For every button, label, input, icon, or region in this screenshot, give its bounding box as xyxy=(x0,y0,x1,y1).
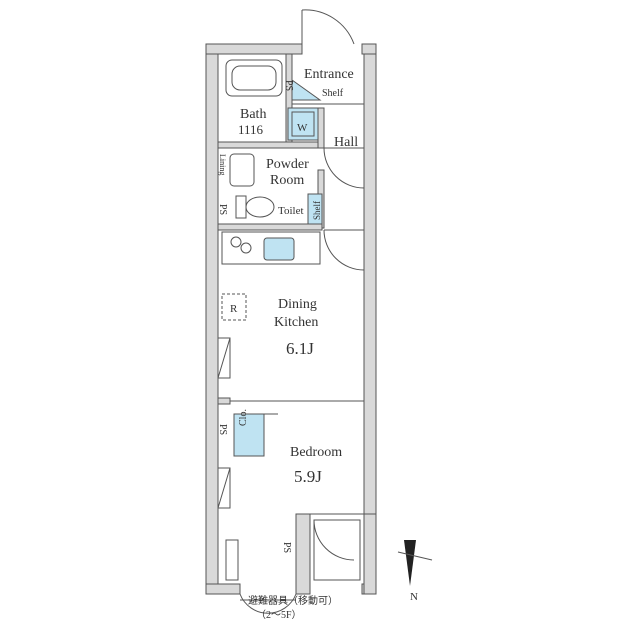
bath-size-label: 1116 xyxy=(238,122,264,137)
north-compass: N xyxy=(397,540,433,603)
powder-room-sink xyxy=(229,153,255,187)
bath-label: Bath xyxy=(240,107,266,122)
ps-toilet-label: PS xyxy=(217,204,228,215)
bedroom-label: Bedroom xyxy=(290,445,342,460)
hall-door[interactable] xyxy=(323,147,365,189)
dining-kitchen-label-2: Kitchen xyxy=(274,315,318,330)
toilet-fixture xyxy=(235,195,275,219)
powder-room-label-2: Room xyxy=(270,173,304,188)
bedroom-window xyxy=(217,467,231,509)
toilet-label: Toilet xyxy=(278,205,304,217)
bedroom-size-label: 5.9J xyxy=(294,467,322,486)
dining-kitchen-size-label: 6.1J xyxy=(286,339,314,358)
evacuation-hatch xyxy=(225,539,297,614)
bedroom-closet xyxy=(233,413,278,457)
toilet-shelf-label: Shelf xyxy=(312,201,322,220)
dining-window xyxy=(217,337,231,379)
dining-kitchen-label-1: Dining xyxy=(278,297,317,312)
refrigerator-label: R xyxy=(230,303,238,315)
evacuation-label-2: （2～5F） xyxy=(256,609,302,621)
closet-label: Clo. xyxy=(238,409,249,426)
lining-label: Lining xyxy=(218,154,227,175)
toilet-shelf xyxy=(307,193,323,225)
kitchen-counter xyxy=(221,231,321,265)
washer-label: W xyxy=(297,122,308,134)
kitchen-door[interactable] xyxy=(323,229,365,271)
powder-room-label-1: Powder xyxy=(266,157,309,172)
bathtub xyxy=(225,59,283,97)
ps-bedroom-label: PS xyxy=(217,424,228,435)
refrigerator-space xyxy=(221,293,247,321)
ps-top-label: PS xyxy=(283,80,294,91)
washer-space xyxy=(287,107,319,141)
balcony-door[interactable] xyxy=(313,519,361,581)
hall-label: Hall xyxy=(334,135,358,150)
ps-balcony-label: PS xyxy=(281,542,292,553)
entrance-door[interactable] xyxy=(301,9,355,45)
entrance-shelf-label: Shelf xyxy=(322,88,344,99)
evacuation-label-1: 避難器具（移動可） xyxy=(248,594,338,607)
entrance-shelf xyxy=(291,79,322,101)
entrance-label: Entrance xyxy=(304,67,354,82)
north-label: N xyxy=(410,591,418,603)
